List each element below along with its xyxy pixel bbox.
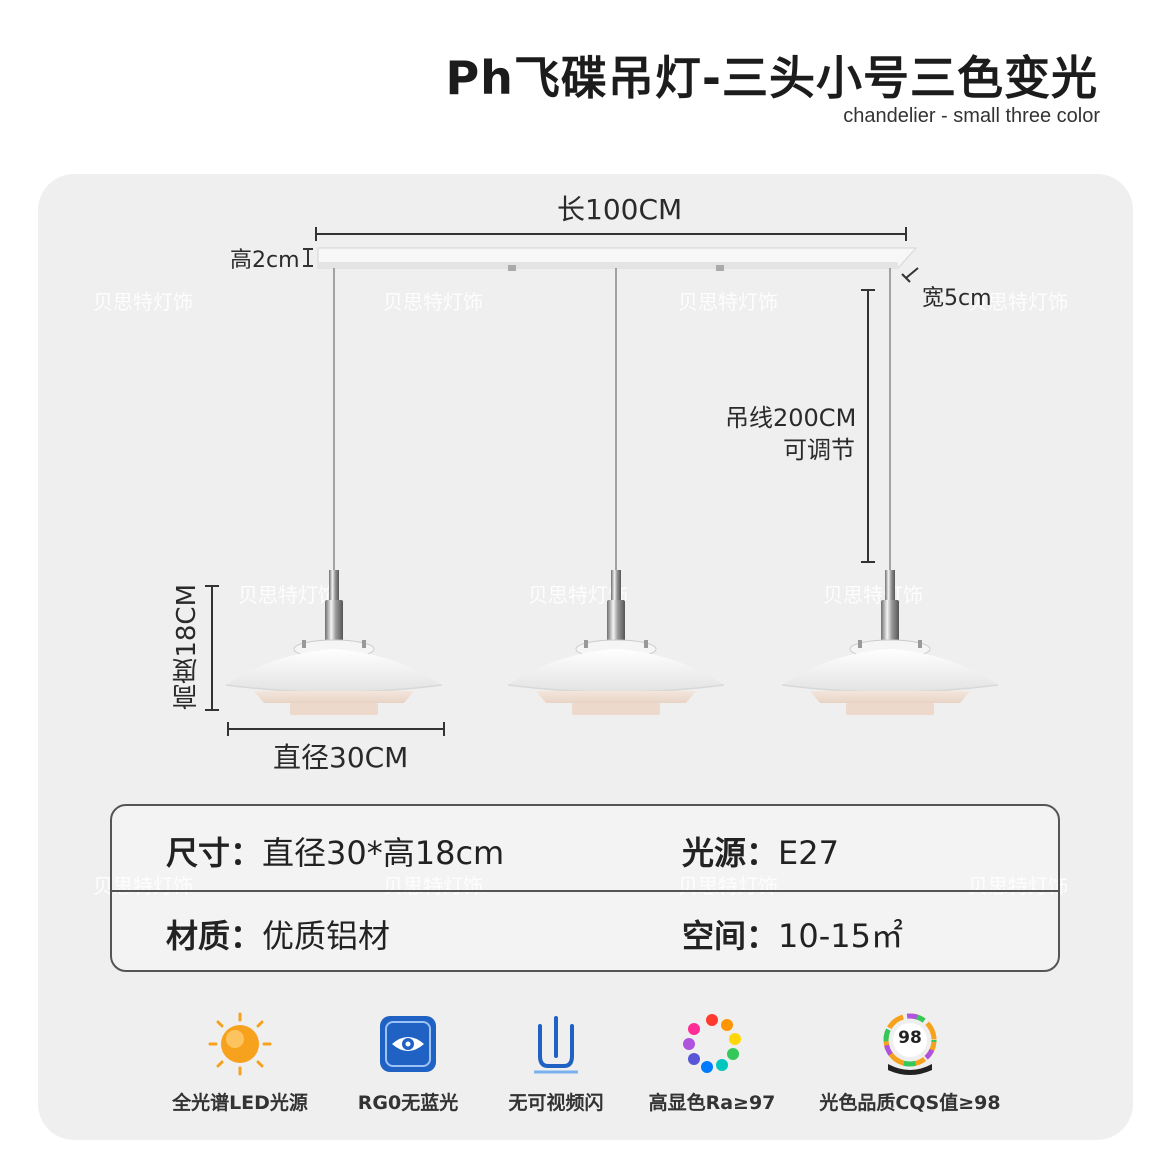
lamp-height-label: 高度18CM — [172, 584, 202, 710]
watermark: 贝思特灯饰 — [383, 290, 483, 314]
bar-width-label: 宽5cm — [922, 286, 992, 311]
eye-shield-icon — [376, 1012, 440, 1076]
spec-light-source: 光源：E27 — [682, 828, 839, 874]
feature-full-spectrum: 全光谱LED光源 — [155, 1012, 325, 1115]
cable-length-label: 吊线200CM — [725, 404, 857, 432]
feature-no-blue-light: RG0无蓝光 — [323, 1012, 493, 1115]
spec-value: 10-15㎡ — [778, 917, 904, 955]
feature-label: 高显色Ra≥97 — [648, 1092, 776, 1114]
feature-label: 无可视频闪 — [508, 1092, 604, 1114]
sun-icon — [208, 1012, 272, 1076]
watermark: 贝思特灯饰 — [383, 874, 483, 898]
watermark: 贝思特灯饰 — [968, 874, 1068, 898]
watermark: 贝思特灯饰 — [678, 874, 778, 898]
spec-divider — [112, 890, 1058, 892]
chandelier-illustration — [205, 227, 999, 736]
page-subtitle: chandelier - small three color — [843, 105, 1100, 127]
watermark: 贝思特灯饰 — [968, 290, 1068, 314]
watermark: 贝思特灯饰 — [823, 583, 923, 607]
cqs-badge-icon: 98 — [878, 1012, 942, 1076]
no-flicker-icon — [524, 1012, 588, 1076]
watermark: 贝思特灯饰 — [93, 874, 193, 898]
spec-value: E27 — [778, 834, 839, 872]
cqs-value: 98 — [898, 1028, 922, 1048]
feature-high-cri: 高显色Ra≥97 — [627, 1012, 797, 1115]
color-wheel-icon — [680, 1012, 744, 1076]
watermark: 贝思特灯饰 — [678, 290, 778, 314]
feature-label: RG0无蓝光 — [357, 1092, 459, 1114]
spec-material: 材质：优质铝材 — [166, 911, 390, 957]
cable-adjustable-label: 可调节 — [783, 436, 855, 464]
spec-space: 空间：10-15㎡ — [682, 911, 903, 957]
page-title: Ph飞碟吊灯-三头小号三色变光 — [445, 51, 1098, 105]
spec-key: 材质： — [166, 917, 263, 955]
diameter-label: 直径30CM — [273, 741, 409, 774]
watermark: 贝思特灯饰 — [238, 583, 338, 607]
feature-cqs: 98 光色品质CQS值≥98 — [800, 1012, 1020, 1115]
feature-label: 光色品质CQS值≥98 — [819, 1092, 1001, 1114]
spec-table — [110, 804, 1060, 972]
spec-key: 光源： — [682, 834, 779, 872]
feature-label: 全光谱LED光源 — [172, 1092, 308, 1114]
length-label: 长100CM — [557, 193, 683, 226]
spec-key: 空间： — [682, 917, 779, 955]
spec-value: 直径30*高18cm — [262, 834, 505, 872]
spec-key: 尺寸： — [166, 834, 263, 872]
spec-size: 尺寸：直径30*高18cm — [166, 828, 504, 874]
bar-height-label: 高2cm — [230, 248, 300, 273]
feature-no-flicker: 无可视频闪 — [471, 1012, 641, 1115]
watermark: 贝思特灯饰 — [93, 290, 193, 314]
spec-value: 优质铝材 — [262, 917, 391, 955]
